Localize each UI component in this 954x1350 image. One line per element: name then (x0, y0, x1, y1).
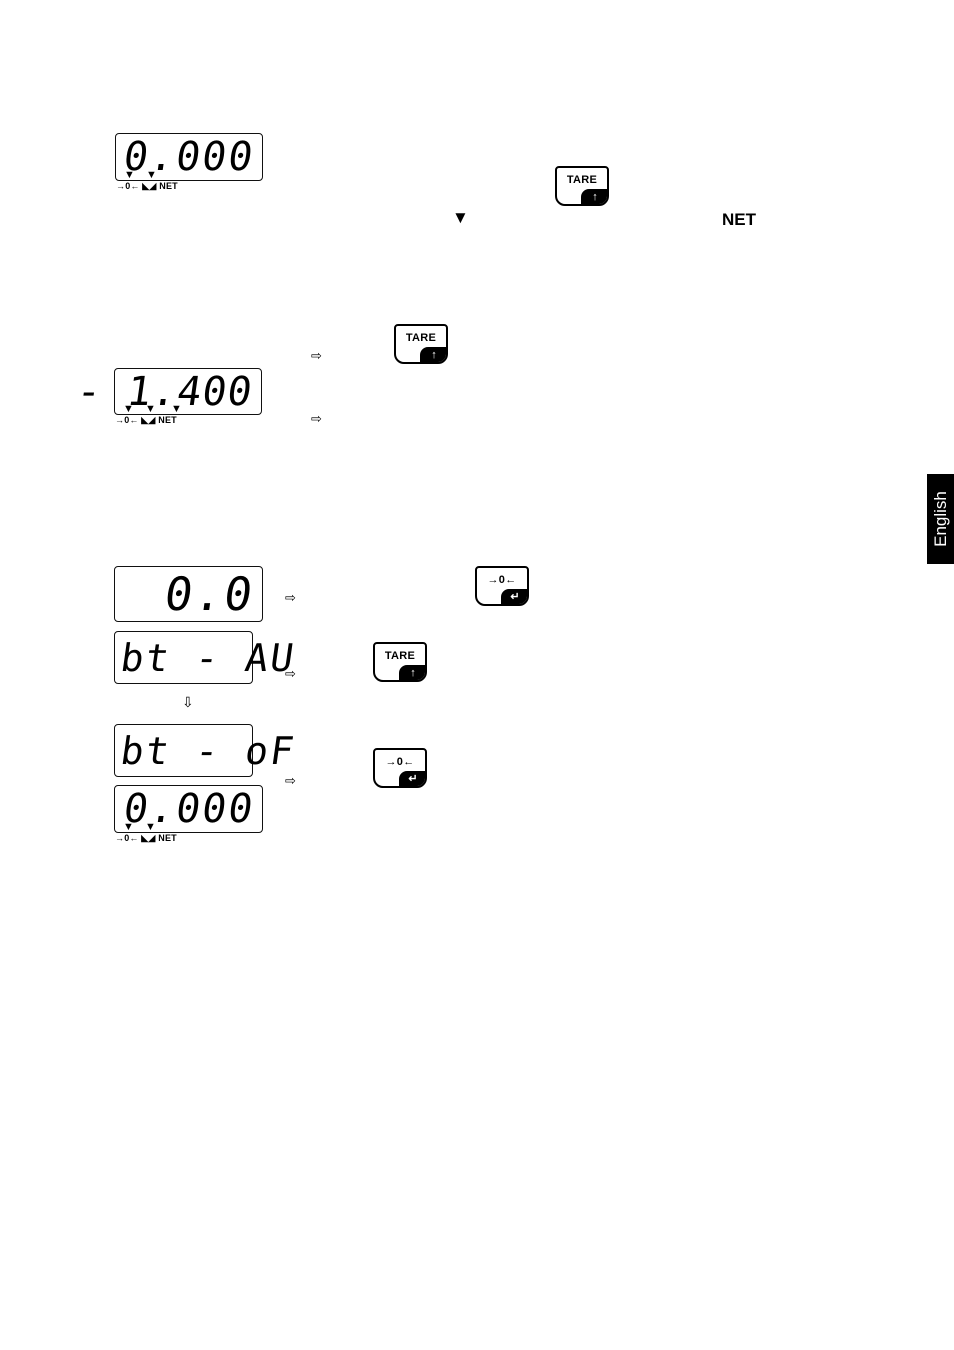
up-arrow-icon: ↑ (581, 189, 607, 204)
display-value: bt - AU (117, 635, 299, 680)
right-arrow-icon: ⇨ (285, 590, 296, 605)
language-tab: English (927, 474, 954, 564)
zero-key-icon: →0← ↵ (475, 566, 529, 606)
display-legend: →0← ◣◢ NET (116, 181, 178, 191)
language-tab-label: English (930, 491, 950, 547)
net-label: NET (722, 210, 756, 229)
display-value: 0.000 (120, 134, 258, 180)
right-arrow-icon: ⇨ (311, 348, 322, 363)
tare-key-label: TARE (566, 174, 598, 186)
down-arrow-icon: ⇩ (182, 694, 194, 710)
lcd-display-zero: 0.000 (115, 133, 263, 181)
indicator-triangle: ▼ (124, 169, 135, 181)
indicator-triangle-icon: ▼ (452, 208, 469, 227)
right-arrow-icon: ⇨ (285, 666, 296, 681)
indicator-triangle: ▼ (145, 403, 156, 415)
tare-key-icon: TARE ↑ (394, 324, 448, 364)
indicator-triangle: ▼ (146, 169, 157, 181)
display-value: - 1.400 (74, 368, 257, 415)
right-arrow-icon: ⇨ (285, 773, 296, 788)
up-arrow-icon: ↑ (420, 347, 446, 362)
zero-key-label: →0← (385, 756, 415, 768)
display-legend: →0← ◣◢ NET (115, 415, 177, 425)
display-value: 0.0 (161, 567, 258, 621)
zero-key-icon: →0← ↵ (373, 748, 427, 788)
right-arrow-icon: ⇨ (311, 411, 322, 426)
display-value: 0.000 (120, 786, 258, 832)
display-value: bt - oF (117, 728, 299, 773)
lcd-display-zero-decimal: 0.0 (114, 566, 263, 622)
lcd-display-zero-final: 0.000 (114, 785, 263, 833)
lcd-display-negative: - 1.400 (74, 368, 262, 415)
tare-key-icon: TARE ↑ (373, 642, 427, 682)
indicator-triangle: ▼ (145, 821, 156, 833)
tare-key-label: TARE (384, 650, 416, 662)
indicator-triangle: ▼ (171, 403, 182, 415)
tare-key-icon: TARE ↑ (555, 166, 609, 206)
indicator-triangle: ▼ (123, 821, 134, 833)
indicator-triangle: ▼ (123, 403, 134, 415)
display-legend: →0← ◣◢ NET (115, 833, 177, 843)
zero-key-label: →0← (487, 574, 517, 586)
enter-icon: ↵ (399, 771, 425, 786)
lcd-display-bt-of: bt - oF (114, 724, 298, 777)
lcd-display-bt-au: bt - AU (114, 631, 298, 684)
enter-icon: ↵ (501, 589, 527, 604)
up-arrow-icon: ↑ (399, 665, 425, 680)
tare-key-label: TARE (405, 332, 437, 344)
